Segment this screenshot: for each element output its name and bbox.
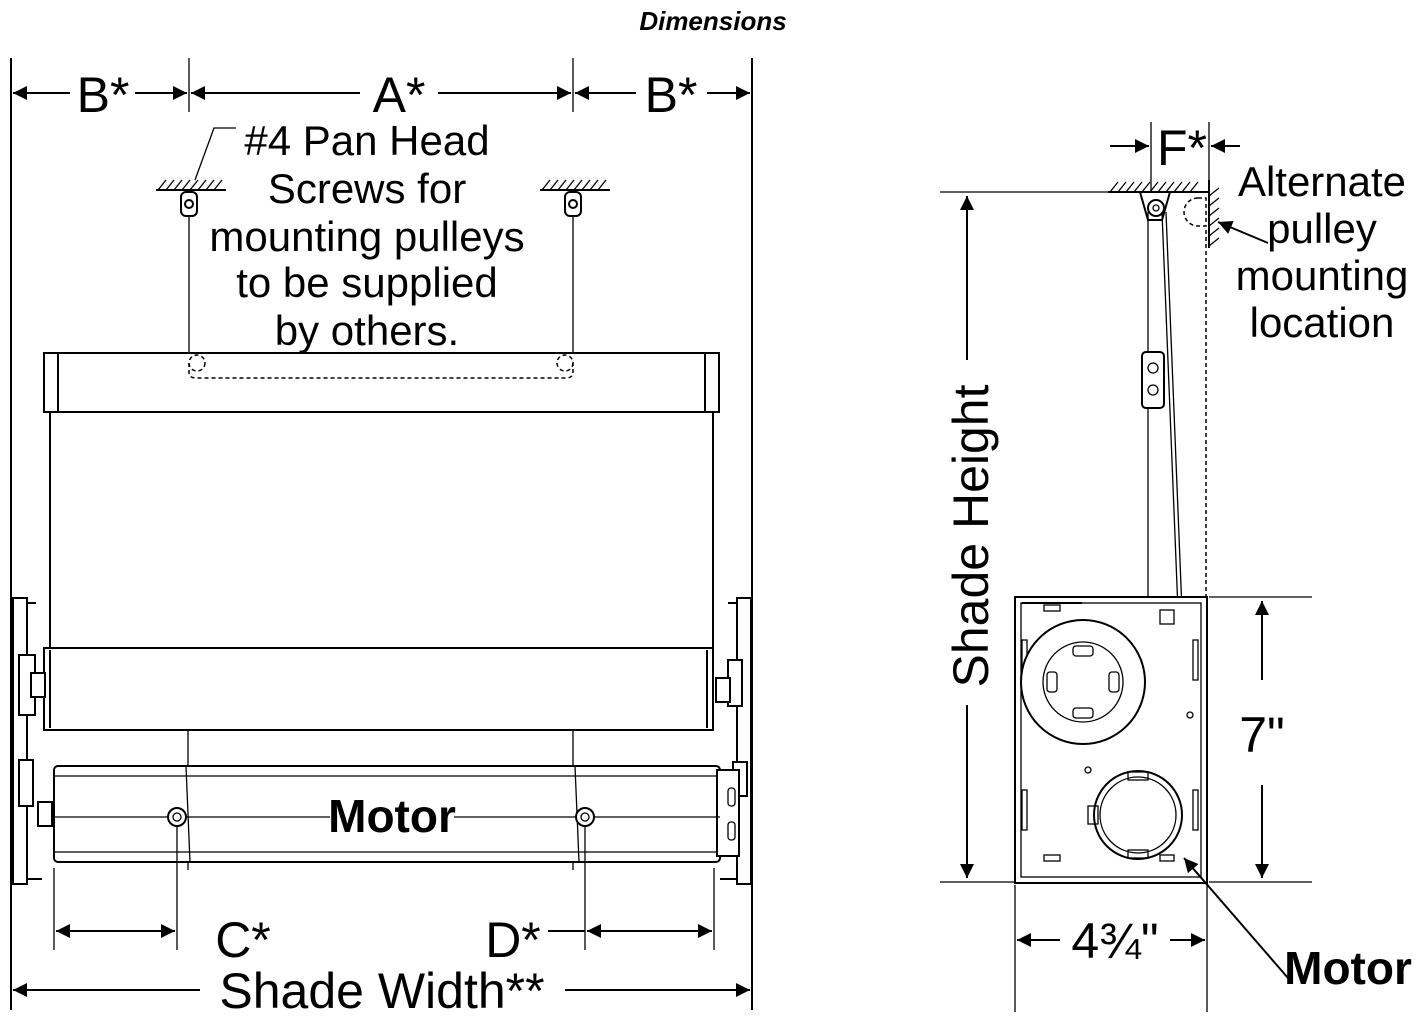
ceiling-hatch-left [156,179,226,191]
dim-label-side-width: 4¾" [1071,913,1158,969]
dim-label-f: F* [1157,120,1207,176]
dim-label-d: D* [485,912,541,968]
motor-label-side: Motor [1284,942,1412,994]
shade-height-label: Shade Height [943,384,999,687]
shade-fabric [49,411,714,651]
hidden-cord-path [188,363,574,379]
alternate-note-line-1: Alternate [1238,158,1406,205]
screw-note-line-5: by others. [275,307,459,354]
side-roller-upper [1020,619,1146,745]
screw-note-line-4: to be supplied [236,259,498,306]
cord-stop-right [575,807,595,827]
screw-note-line-2: Screws for [268,165,466,212]
dim-label-c: C* [215,912,271,968]
alternate-note-line-4: location [1250,299,1395,346]
cord-stop-left [167,807,187,827]
alternate-note-line-3: mounting [1236,252,1409,299]
alternate-note-line-2: pulley [1267,205,1377,252]
dim-label-b-left: B* [77,67,130,123]
pulley-right [564,191,582,217]
headrail [43,352,720,413]
motor-leader-arrow [1183,857,1289,979]
side-pulley [1147,199,1165,217]
ceiling-hatch-right [540,179,610,191]
cord-connector [1141,351,1165,409]
side-view: F* Shade Height Alternate pulley mountin… [940,120,1412,1012]
motor-label-front: Motor [328,790,456,842]
shade-width-label: Shade Width** [219,963,544,1017]
bracket-left [12,597,53,885]
alternate-pulley-hidden [1183,197,1207,227]
roller-tube [43,647,714,731]
pulley-left [180,191,198,217]
screw-note-leader [194,127,236,181]
diagram-title: Dimensions [639,6,786,36]
dim-label-a: A* [373,67,426,123]
dim-label-seven: 7" [1239,707,1285,763]
dim-label-b-right: B* [645,67,698,123]
motor-endcap [716,769,740,857]
screw-note-line-1: #4 Pan Head [244,117,489,164]
front-view: B* A* B* #4 Pan Head Screws for mounting… [10,58,753,1017]
side-motor [1087,770,1183,860]
screw-note-line-3: mounting pulleys [209,213,524,260]
side-ceiling-hatch [1108,180,1220,248]
alternate-note-arrow [1217,220,1269,244]
